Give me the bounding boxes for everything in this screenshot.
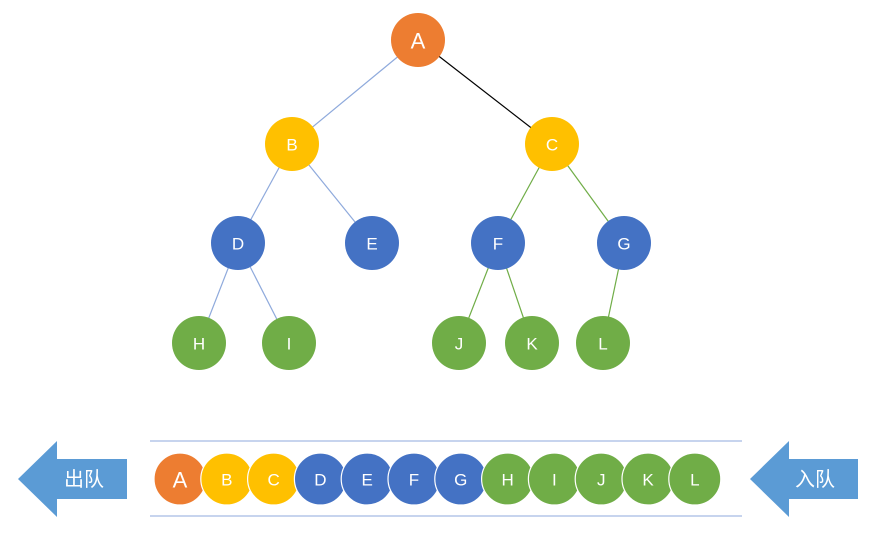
queue-item-b: B [200,452,254,506]
queue-item-label: E [362,471,373,490]
queue-item-h: H [481,452,535,506]
tree-node-k: K [505,316,559,370]
tree-node-b: B [265,117,319,171]
tree-node-circle [505,316,559,370]
edge-a-c [417,39,553,145]
tree-node-label: B [286,136,297,155]
tree-node-circle [597,216,651,270]
queue-items: A B C D E F G H I J K L [153,452,722,506]
tree-node-circle [172,316,226,370]
queue-item-l: L [668,452,722,506]
tree-node-circle [211,216,265,270]
tree-node-label: I [287,335,292,354]
tree-node-label: E [366,235,377,254]
dequeue-arrow-shape [18,441,127,517]
tree-node-e: E [345,216,399,270]
tree-node-c: C [525,117,579,171]
tree-edges [198,39,625,344]
queue-item-label: C [267,471,279,490]
queue-item-e: E [340,452,394,506]
queue-item-g: G [434,452,488,506]
queue-item-label: F [409,471,419,490]
queue-item-label: K [642,471,654,490]
tree-node-label: D [232,235,244,254]
queue: A B C D E F G H I J K L [150,440,742,517]
tree-node-label: C [546,136,558,155]
tree-node-circle [265,117,319,171]
enqueue-arrow-shape [750,441,858,517]
tree-node-f: F [471,216,525,270]
tree-node-label: A [411,29,426,54]
tree-node-label: K [526,335,538,354]
tree-node-circle [471,216,525,270]
tree-node-circle [432,316,486,370]
tree-node-circle [525,117,579,171]
tree-node-a: A [391,13,445,67]
enqueue-arrow: 入队 [750,441,858,517]
dequeue-label: 出队 [64,467,104,491]
dequeue-arrow: 出队 [18,441,127,517]
queue-item-label: J [597,471,606,490]
tree-node-label: F [493,235,503,254]
queue-item-a: A [153,452,207,506]
queue-item-k: K [621,452,675,506]
queue-item-label: D [314,471,326,490]
queue-item-label: L [690,471,699,490]
queue-item-label: A [173,468,188,493]
queue-item-f: F [387,452,441,506]
queue-item-circle [668,452,722,506]
tree-node-label: G [617,235,630,254]
tree-node-i: I [262,316,316,370]
queue-item-label: G [454,471,467,490]
queue-item-d: D [293,452,347,506]
enqueue-label: 入队 [795,467,835,491]
tree-node-g: G [597,216,651,270]
edge-a-b [291,39,419,145]
tree-node-circle [576,316,630,370]
tree-node-j: J [432,316,486,370]
queue-item-c: C [247,452,301,506]
tree-nodes: A B C D E F G H I J K L [172,13,651,370]
queue-item-label: H [501,471,513,490]
tree-node-circle [391,13,445,67]
tree-node-circle [345,216,399,270]
tree-node-l: L [576,316,630,370]
tree-node-h: H [172,316,226,370]
queue-item-label: B [221,471,232,490]
queue-item-j: J [574,452,628,506]
queue-item-label: I [552,471,557,490]
tree-node-label: H [193,335,205,354]
tree-node-label: J [455,335,464,354]
tree-node-d: D [211,216,265,270]
queue-item-i: I [527,452,582,506]
tree-node-label: L [598,335,607,354]
tree-node-circle [262,316,316,370]
